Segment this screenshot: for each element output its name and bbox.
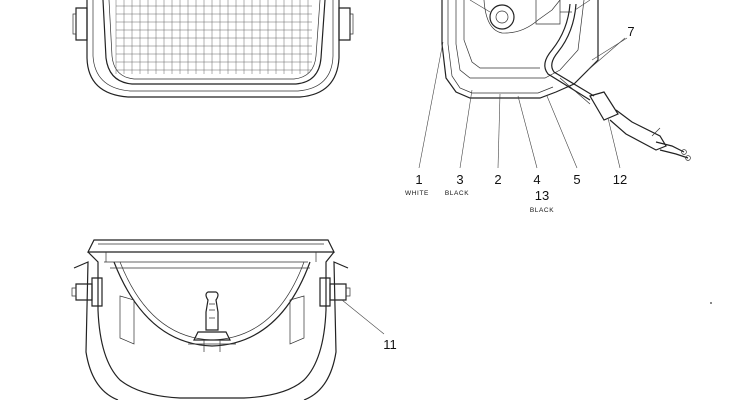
callout-4: 4 [533, 172, 540, 187]
lamp-section-view [71, 239, 351, 401]
lamp-front-view [72, 0, 354, 98]
callout-5: 5 [573, 172, 580, 187]
callout-12: 12 [613, 172, 627, 187]
wire-color-black-3: BLACK [445, 190, 469, 197]
callout-7: 7 [627, 24, 634, 39]
lamp-side-view [441, 0, 691, 161]
callout-3: 3 [456, 172, 463, 187]
wire-color-white: WHITE [405, 190, 429, 197]
lens-grid [115, 0, 312, 74]
side-view-callouts: 1 3 2 4 5 12 13 7 WHITE BLACK BLACK [405, 24, 635, 214]
callout-11: 11 [383, 337, 397, 352]
stray-dot [710, 302, 712, 304]
wire-color-black-13: BLACK [530, 207, 554, 214]
side-view-leaders [418, 0, 628, 169]
leader-11 [341, 299, 385, 335]
callout-13: 13 [535, 188, 549, 203]
callout-2: 2 [494, 172, 501, 187]
callout-1: 1 [415, 172, 422, 187]
